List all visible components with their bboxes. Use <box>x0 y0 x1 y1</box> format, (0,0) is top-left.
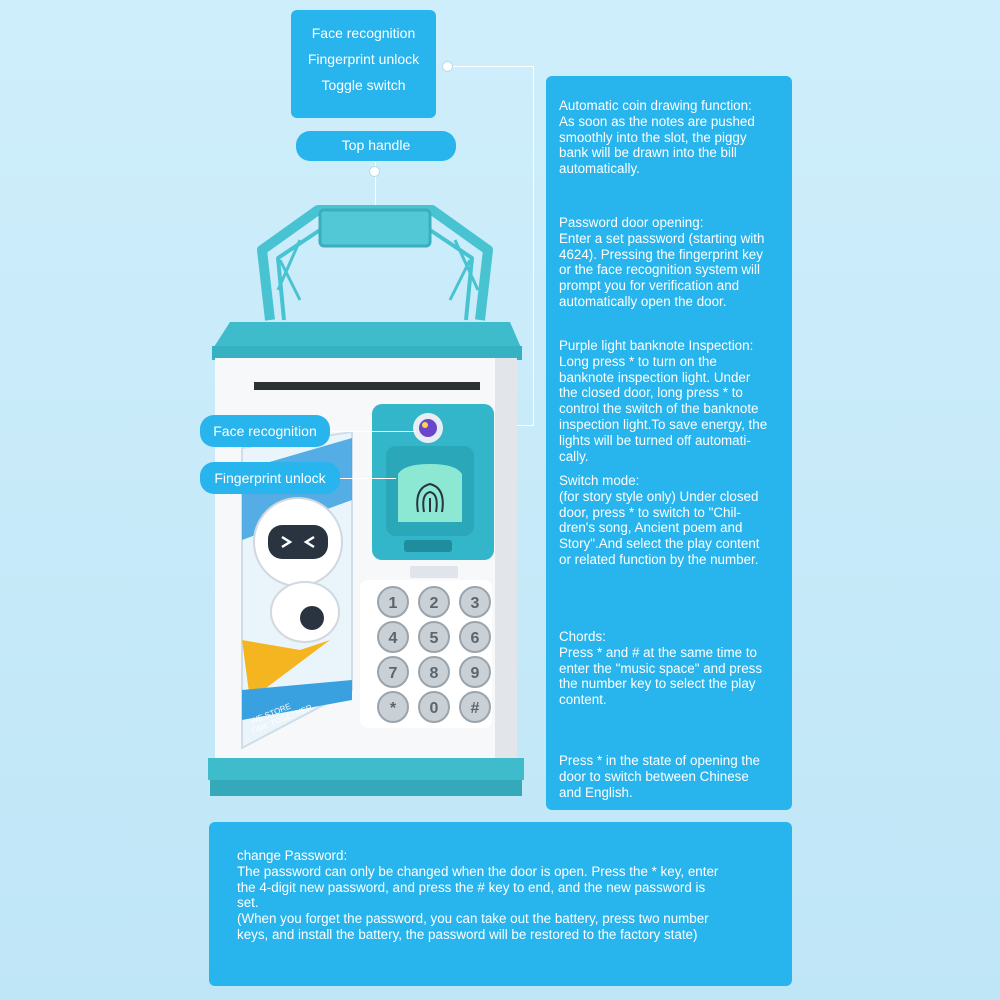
feature-password-door: Password door opening: Enter a set passw… <box>559 215 765 309</box>
connector-fingerprint <box>340 478 396 479</box>
bill-slot <box>254 382 480 390</box>
callout-top-handle: Top handle <box>296 131 456 161</box>
keypad-key-label: 7 <box>389 665 398 682</box>
keypad-key <box>459 656 491 688</box>
keypad-key-label: 8 <box>430 665 439 682</box>
keypad-key-label: 1 <box>389 595 398 612</box>
feature-callout-box: Face recognition Fingerprint unlock Togg… <box>291 10 436 118</box>
connector-dot <box>442 61 453 72</box>
keypad-key-label: 0 <box>430 700 439 717</box>
keypad-key <box>418 691 450 723</box>
connector-face <box>330 431 416 432</box>
connector-top-vertical <box>533 66 534 426</box>
keypad-key-label: 6 <box>471 630 480 647</box>
connector-dot <box>369 166 380 177</box>
callout-fingerprint-unlock: Fingerprint unlock <box>307 51 420 67</box>
password-instructions: change Password: The password can only b… <box>237 848 719 942</box>
keypad-key-label: * <box>390 700 397 717</box>
keypad-key-label: 3 <box>471 595 480 612</box>
keypad-key <box>459 691 491 723</box>
password-panel: change Password: The password can only b… <box>209 822 792 986</box>
feature-banknote-inspection: Purple light banknote Inspection: Long p… <box>559 338 768 464</box>
keypad-key <box>377 621 409 653</box>
feature-coin-drawing: Automatic coin drawing function: As soon… <box>559 98 755 177</box>
keypad-key-label: 5 <box>430 630 439 647</box>
features-panel: Automatic coin drawing function: As soon… <box>546 76 792 810</box>
keypad-key <box>418 621 450 653</box>
keypad-key <box>418 656 450 688</box>
connector-top-horizontal <box>448 66 534 67</box>
callout-face-recognition: Face recognition <box>311 25 416 41</box>
fingerprint-icon <box>416 482 444 513</box>
keypad-key <box>459 586 491 618</box>
lid <box>212 322 522 350</box>
keypad-key <box>377 691 409 723</box>
keypad-key-label: 2 <box>430 595 439 612</box>
base <box>208 758 524 780</box>
keypad-key <box>377 656 409 688</box>
keypad-key <box>377 586 409 618</box>
keypad-key <box>418 586 450 618</box>
connector-handle <box>375 162 376 206</box>
callout-toggle-switch: Toggle switch <box>321 77 406 93</box>
callout-face-recognition-pill: Face recognition <box>200 415 330 447</box>
feature-switch-mode: Switch mode: (for story style only) Unde… <box>559 473 760 567</box>
handle-grip <box>318 208 432 248</box>
keypad-key <box>459 621 491 653</box>
callout-fingerprint-unlock-pill: Fingerprint unlock <box>200 462 340 494</box>
feature-chords: Chords: Press * and # at the same time t… <box>559 629 763 708</box>
feature-language-switch: Press * in the state of opening the door… <box>559 753 760 800</box>
keypad-key-label: # <box>471 700 480 717</box>
keypad-key-label: 9 <box>471 665 480 682</box>
keypad-key-label: 4 <box>389 630 398 647</box>
